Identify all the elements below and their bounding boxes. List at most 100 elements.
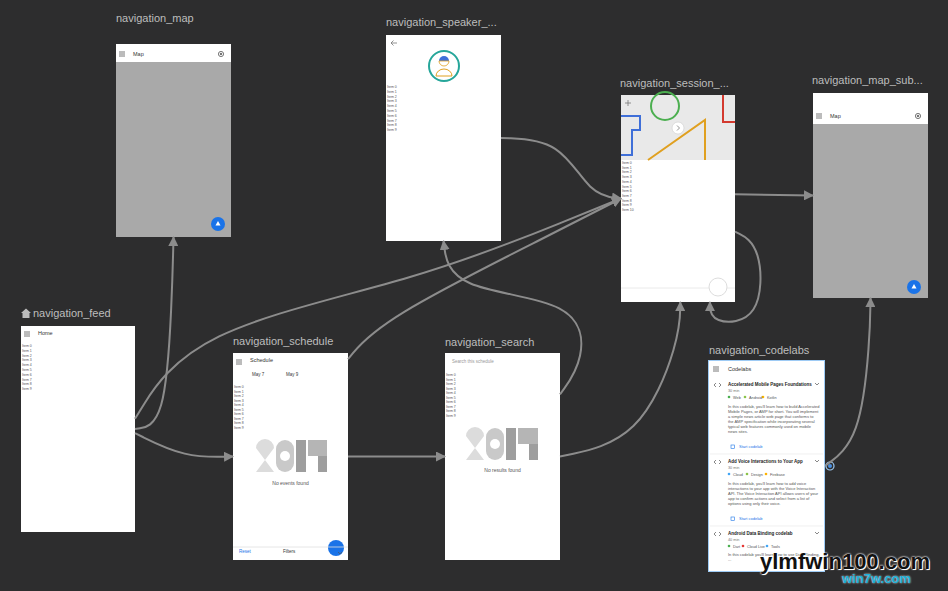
screen-text: Android	[749, 396, 762, 401]
session-header-image	[677, 126, 680, 131]
year-graphic	[308, 440, 327, 456]
screen-text: Tools	[771, 545, 780, 550]
year-graphic	[318, 456, 327, 472]
screen-text: Add Voice Interactions to Your App	[728, 459, 820, 465]
back-arrow	[391, 41, 397, 46]
year-graphic	[506, 428, 516, 460]
menu-icon	[713, 367, 719, 368]
screen-text: Item 5	[234, 408, 244, 412]
codelab-card-decoration	[744, 396, 747, 399]
navigation-action	[135, 237, 174, 429]
navigation-action	[825, 298, 871, 466]
screen-text: Item 9	[622, 203, 632, 207]
menu-icon	[119, 56, 125, 57]
codelab-card-decoration	[710, 383, 823, 547]
screen-text: Item 8	[22, 382, 32, 386]
screen-text: In this codelab, you'll learn how to add…	[728, 481, 820, 506]
year-graphic	[256, 439, 274, 472]
screen-text: Map	[830, 113, 841, 120]
menu-icon	[24, 52, 822, 371]
bottom-bar-divider	[233, 547, 348, 554]
screen-node: navigation_session_...Item 0Item 1Item 2…	[621, 95, 735, 302]
codelab-card-decoration	[731, 517, 735, 521]
screen-text: Map	[133, 51, 144, 58]
screen-node: navigation_feedHomeItem 0Item 1Item 2Ite…	[21, 326, 135, 532]
codelab-card-decoration	[815, 460, 819, 462]
screen-text: Item 8	[446, 409, 456, 413]
screen-text: Item 3	[234, 399, 244, 403]
screen-text: Item 5	[446, 396, 456, 400]
screen-text: Item 4	[622, 180, 632, 184]
session-header-image	[621, 92, 735, 296]
menu-icon	[236, 362, 242, 363]
home-icon	[21, 309, 31, 319]
screen-node: navigation_mapMap	[116, 44, 231, 237]
speaker-avatar	[429, 51, 459, 81]
screen-text: Item 8	[234, 421, 244, 425]
home-icon	[21, 309, 31, 319]
screen-text: Item 2	[446, 382, 456, 386]
bottom-bar-divider	[233, 547, 348, 548]
session-header-image	[651, 92, 679, 120]
codelab-card-decoration	[746, 473, 749, 476]
screen-title: navigation_schedule	[233, 335, 333, 348]
screen-text: Item 1	[22, 349, 32, 353]
screen-text: Item 8	[622, 199, 632, 203]
session-header-image	[648, 120, 705, 160]
screen-text: Dart	[733, 545, 740, 550]
location-icon	[917, 115, 919, 117]
codelab-card-decoration	[714, 532, 721, 536]
screen-text: Item 0	[446, 373, 456, 377]
year-graphic	[256, 427, 538, 472]
year-graphic	[486, 428, 504, 460]
screen-text: Filters	[283, 549, 295, 554]
screen-text: Item 10	[622, 208, 634, 212]
screen-text: Item 9	[387, 128, 397, 132]
screen-text: Item 5	[22, 368, 32, 372]
codelab-card-decoration	[714, 383, 721, 387]
codelab-card-decoration	[710, 526, 823, 527]
screen-text: Item 3	[387, 99, 397, 103]
session-header-image	[723, 95, 735, 122]
screen-text: Item 9	[446, 414, 456, 418]
screen-text: Item 2	[622, 170, 632, 174]
screen-text: Item 6	[22, 373, 32, 377]
screen-text: May 9	[286, 372, 298, 377]
fab-button	[907, 280, 921, 294]
navigation-action	[710, 232, 761, 322]
screen-text: Item 4	[22, 363, 32, 367]
menu-icon	[816, 116, 822, 117]
speaker-avatar	[439, 61, 449, 66]
screen-text: May 7	[252, 372, 264, 377]
screen-background	[116, 44, 231, 237]
menu-icon	[119, 52, 125, 53]
menu-icon	[236, 364, 242, 365]
speaker-avatar	[429, 51, 459, 81]
session-header-image	[621, 116, 640, 155]
screen-text: Item 7	[234, 417, 244, 421]
menu-icon	[236, 360, 242, 361]
screen-title: navigation_feed	[33, 307, 111, 320]
fab-button	[328, 540, 344, 556]
fab-button	[211, 217, 225, 231]
screen-background	[21, 326, 135, 532]
screen-text: Item 7	[22, 378, 32, 382]
screen-title: navigation_codelabs	[709, 344, 809, 357]
screen-text: Firebase	[770, 473, 785, 478]
screen-text: 30 min	[728, 466, 739, 471]
codelab-card-decoration	[728, 473, 731, 476]
codelab-card-decoration	[815, 532, 819, 534]
screen-background	[621, 95, 735, 302]
screen-text: 30 min	[728, 389, 739, 394]
screen-text: Item 0	[387, 85, 397, 89]
menu-icon	[24, 336, 30, 337]
screen-text: Item 0	[22, 344, 32, 348]
screen-text: Start codelab	[739, 445, 763, 450]
screen-title: navigation_map	[116, 12, 194, 25]
screen-text: Item 3	[22, 358, 32, 362]
screen-text: Item 5	[387, 109, 397, 113]
screen-background	[386, 35, 501, 241]
year-graphic	[529, 444, 538, 460]
screen-text: No events found	[233, 480, 348, 486]
